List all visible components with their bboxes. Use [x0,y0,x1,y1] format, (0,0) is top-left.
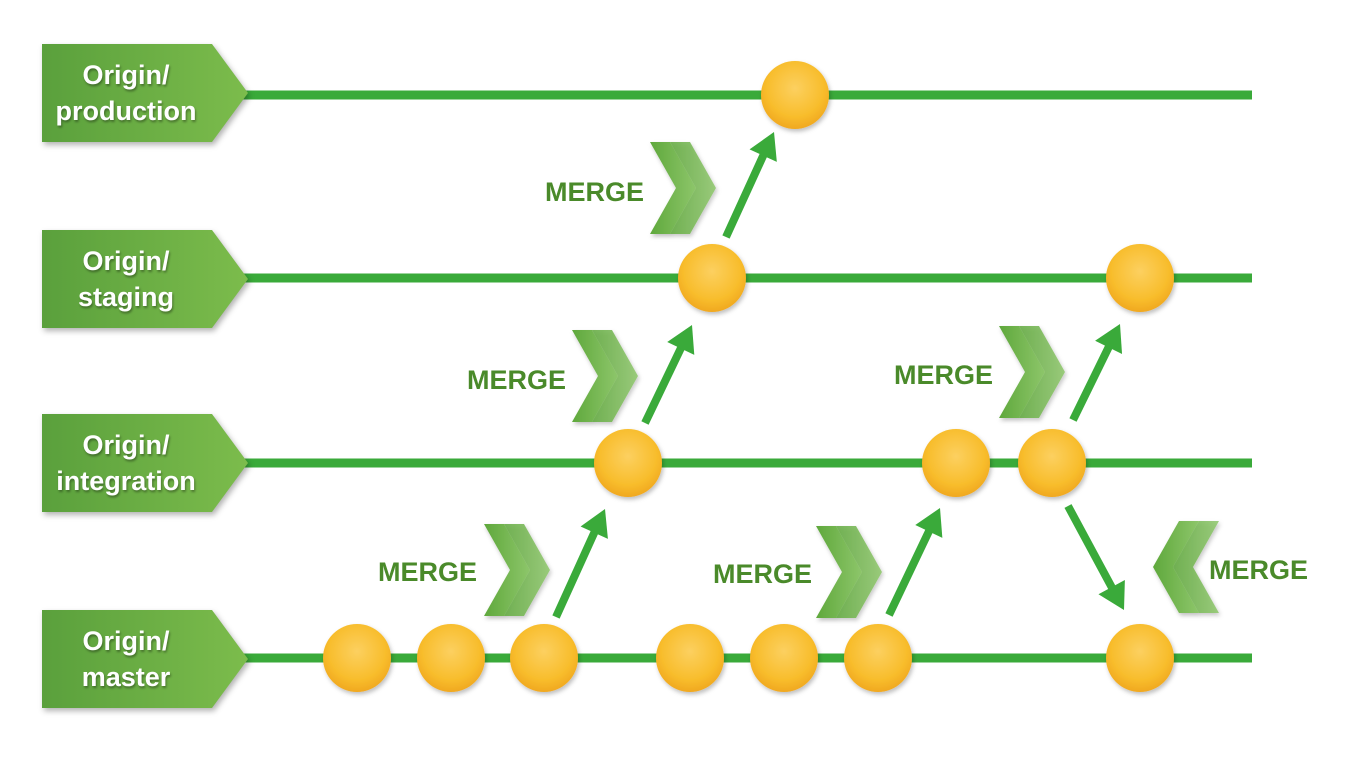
branch-tag-prefix: Origin/ [82,626,170,656]
branch-tag-name: integration [56,466,196,496]
merge-label-2: MERGE [467,365,567,395]
merge-arrow-shaft-6 [1064,504,1117,591]
commit-integration-1[interactable] [594,429,662,497]
commit-production-1[interactable] [761,61,829,129]
commit-integration-3[interactable] [1018,429,1086,497]
branch-tag-name: production [55,96,197,126]
right-chevron-2-icon [572,330,638,422]
merge-arrow-shaft-5 [1069,343,1114,422]
merge-arrow-head-1 [580,509,608,539]
branch-tag-name: master [81,662,171,692]
merge-arrow-head-5 [1095,324,1123,354]
merge-arrow-head-3 [749,132,777,162]
commit-master-2[interactable] [417,624,485,692]
branch-tag-text: Origin/staging [42,230,210,328]
merge-arrow-head-6 [1098,579,1125,610]
merge-label-3: MERGE [545,177,645,207]
branch-tag-text: Origin/integration [42,414,210,512]
merge-arrow-shaft-2 [641,344,686,425]
branch-tag-master: Origin/master [42,610,248,708]
left-chevron-6-icon [1153,521,1219,613]
commit-staging-2[interactable] [1106,244,1174,312]
merge-label-5: MERGE [894,360,994,390]
branch-tag-production: Origin/production [42,44,248,142]
right-chevron-5-icon [999,326,1065,418]
merge-label-1: MERGE [378,557,478,587]
branch-tag-prefix: Origin/ [82,430,170,460]
commit-master-6[interactable] [844,624,912,692]
right-chevron-1-icon [484,524,550,616]
right-chevron-3-icon [650,142,716,234]
commit-integration-2[interactable] [922,429,990,497]
merge-arrow-shaft-1 [552,529,599,619]
branch-tag-text: Origin/master [42,610,210,708]
commit-staging-1[interactable] [678,244,746,312]
right-chevron-4-icon [816,526,882,618]
merge-arrow-head-2 [667,325,695,355]
branch-tag-prefix: Origin/ [82,246,170,276]
branch-tag-name: staging [77,282,174,312]
commit-master-4[interactable] [656,624,724,692]
merge-arrow-shaft-3 [722,152,768,239]
merge-arrow-shaft-4 [885,527,934,617]
commit-master-7[interactable] [1106,624,1174,692]
merge-arrow-head-4 [915,508,943,538]
branch-tag-integration: Origin/integration [42,414,248,512]
merge-label-4: MERGE [713,559,813,589]
branch-tag-prefix: Origin/ [82,60,170,90]
branch-tag-text: Origin/production [42,44,210,142]
branch-tag-staging: Origin/staging [42,230,248,328]
merge-label-6: MERGE [1209,555,1309,585]
commit-master-5[interactable] [750,624,818,692]
commit-master-1[interactable] [323,624,391,692]
commit-master-3[interactable] [510,624,578,692]
